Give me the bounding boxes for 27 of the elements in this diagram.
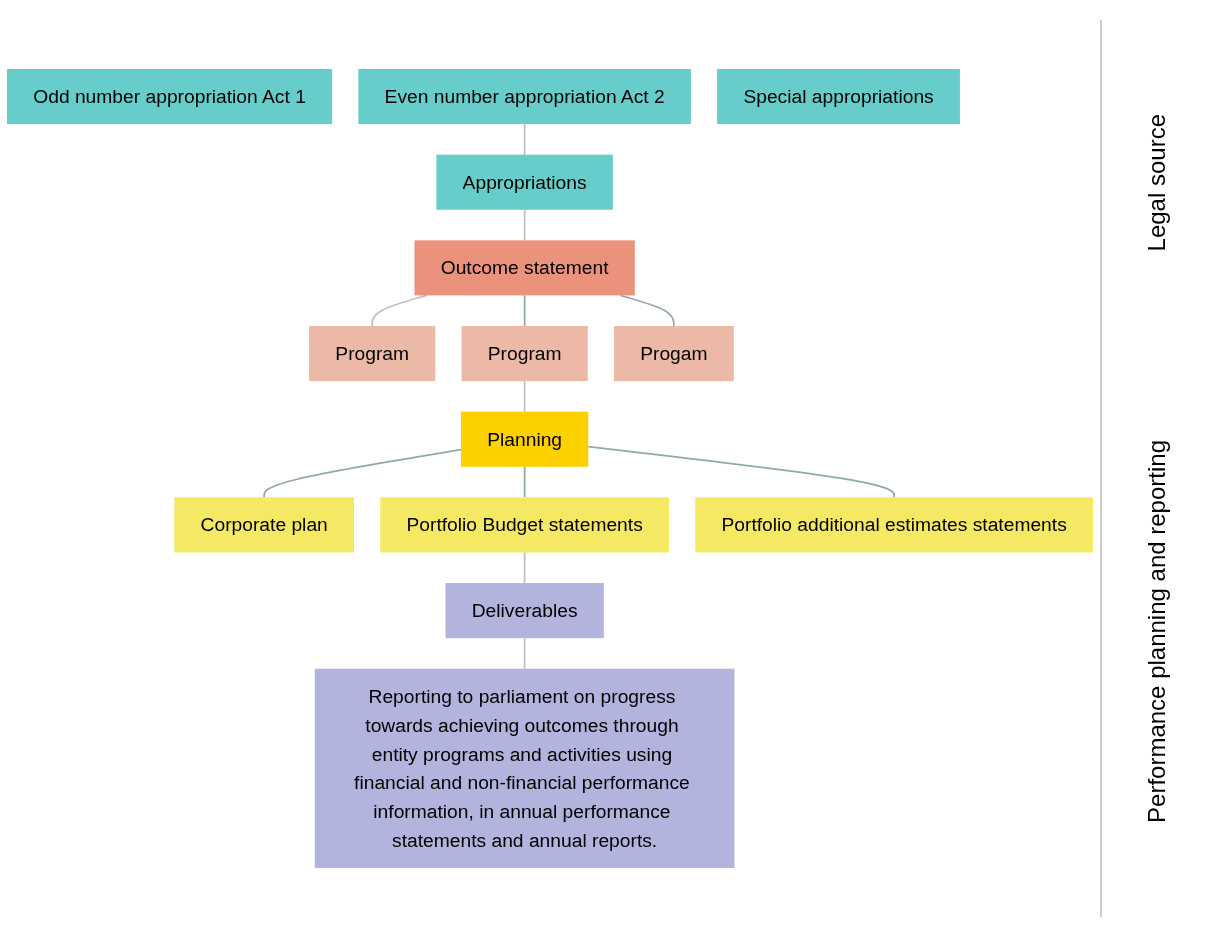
node-box: Program [461,326,588,382]
node-box: Odd number appropriation Act 1 [7,68,333,125]
section-label: Performance planning and reporting [1143,439,1171,823]
node-box: Progam [613,326,734,382]
connector [523,465,526,499]
node-box: Even number appropriation Act 2 [358,68,691,125]
connector [371,294,428,327]
connector [523,208,526,242]
connector [523,123,526,156]
connector [523,380,526,413]
connector [263,448,462,499]
node-box: Reporting to parliament on progress towards achieving outcomes through entity programs and activities using financial and non-financial performance information, in annual performance statements and annual reports. [314,668,735,869]
connector [523,551,526,584]
connector [523,294,526,327]
node-box: Outcome statement [414,240,635,296]
connector [619,294,675,327]
connector [587,445,895,499]
node-box: Portfolio Budget statements [380,497,669,553]
node-box: Planning [460,411,589,467]
node-box: Program [309,326,436,382]
node-box: Special appropriations [717,68,960,125]
connector [523,637,526,670]
node-box: Corporate plan [174,497,355,553]
section-label: Legal source [1143,114,1171,252]
node-box: Deliverables [445,583,604,639]
node-box: Appropriations [436,154,613,210]
node-box: Portfolio additional estimates statements [695,497,1093,553]
